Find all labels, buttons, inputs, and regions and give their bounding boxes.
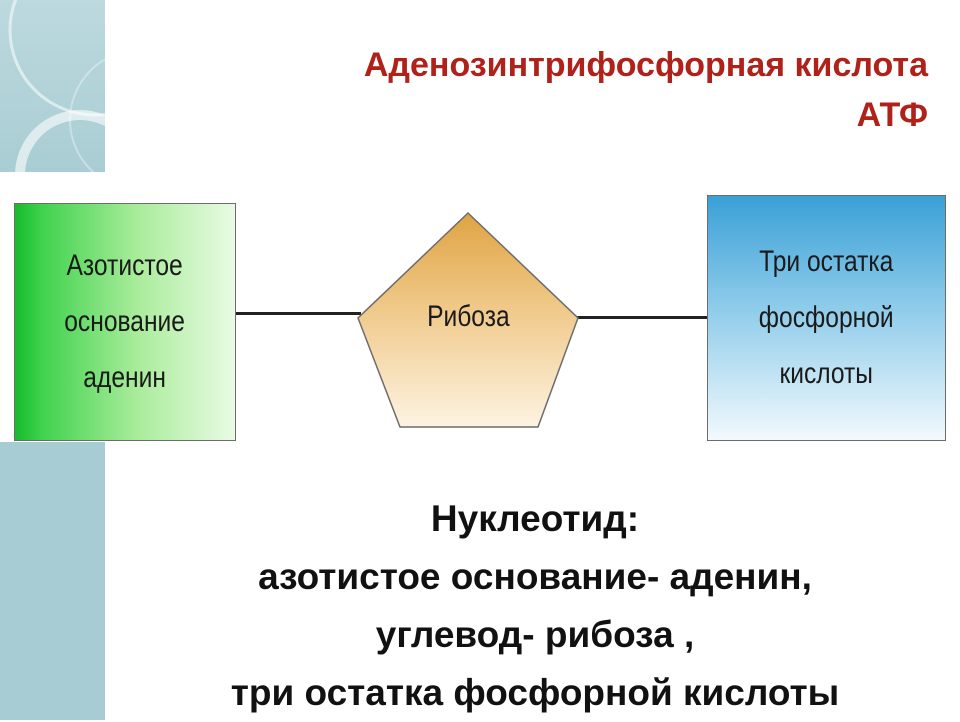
decorative-band-top	[0, 0, 105, 172]
slide-title: Аденозинтрифосфорная кислота АТФ	[148, 40, 928, 140]
title-line-1: Аденозинтрифосфорная кислота	[363, 46, 928, 84]
ribose-pentagon	[357, 211, 579, 428]
ribose-label-wrap: Рибоза	[355, 300, 581, 334]
summary-line-2: углевод- рибоза ,	[375, 614, 695, 655]
phosphate-residues-box: Три остатка фосфорной кислоты	[707, 195, 946, 441]
title-line-2: АТФ	[856, 96, 928, 134]
nucleotide-summary: Нуклеотид: азотистое основание- аденин, …	[110, 490, 960, 722]
decorative-band-bottom	[0, 442, 105, 720]
atp-structure-diagram: Азотистое основание аденин Рибоза Три ос…	[0, 172, 960, 447]
summary-heading: Нуклеотид:	[430, 498, 640, 539]
summary-line-3: три остатка фосфорной кислоты	[230, 672, 840, 713]
ribose-label: Рибоза	[426, 300, 510, 333]
phosphate-residues-label: Три остатка фосфорной кислоты	[759, 245, 894, 390]
decorative-rings-icon	[8, 0, 105, 172]
connector-right	[575, 316, 707, 319]
summary-line-1: азотистое основание- аденин,	[258, 556, 812, 597]
connector-left	[236, 312, 361, 315]
nitrogenous-base-box: Азотистое основание аденин	[14, 203, 236, 441]
nitrogenous-base-label: Азотистое основание аденин	[64, 249, 186, 394]
